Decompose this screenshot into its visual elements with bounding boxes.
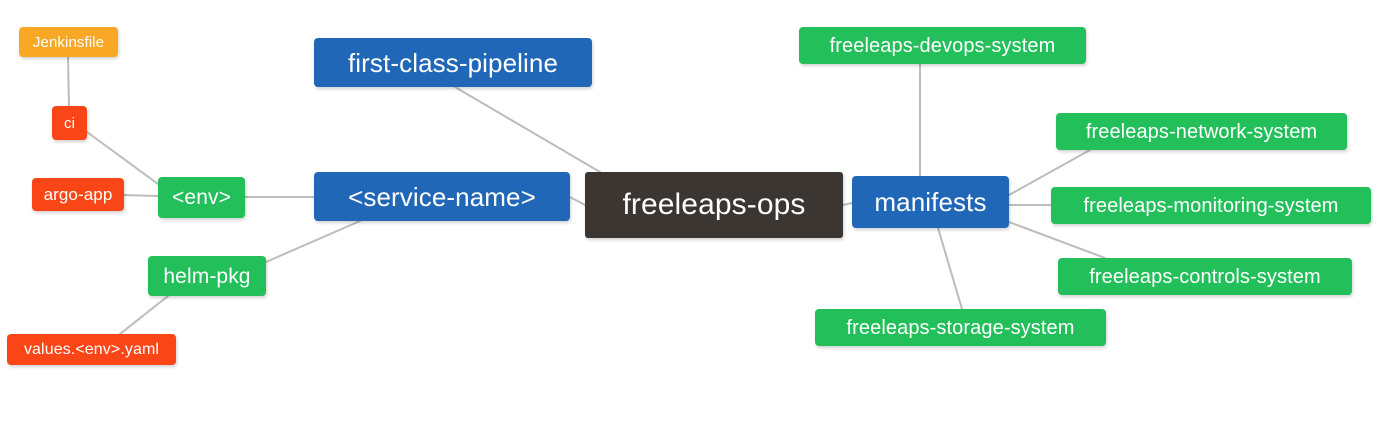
- mindmap-node-freeleaps-ops[interactable]: freeleaps-ops: [585, 172, 843, 238]
- mindmap-node-freeleaps-storage-system[interactable]: freeleaps-storage-system: [815, 309, 1106, 346]
- mindmap-node-label: freeleaps-devops-system: [829, 34, 1056, 57]
- edge-env-to-argo-app: [123, 194, 159, 197]
- mindmap-node-label: <env>: [172, 186, 231, 209]
- mindmap-node-label: freeleaps-ops: [622, 188, 806, 221]
- mindmap-node-label: argo-app: [43, 185, 113, 204]
- edge-freeleaps-ops-to-first-class-pipeline: [454, 86, 601, 173]
- mindmap-node-freeleaps-devops-system[interactable]: freeleaps-devops-system: [799, 27, 1086, 64]
- mindmap-node-helm-pkg[interactable]: helm-pkg: [148, 256, 266, 296]
- edge-freeleaps-ops-to-service-name: [569, 196, 586, 206]
- mindmap-node-values-env-yaml[interactable]: values.<env>.yaml: [7, 334, 176, 365]
- mindmap-node-label: values.<env>.yaml: [23, 340, 160, 358]
- mindmap-node-freeleaps-network-system[interactable]: freeleaps-network-system: [1056, 113, 1347, 150]
- mindmap-node-first-class-pipeline[interactable]: first-class-pipeline: [314, 38, 592, 87]
- mindmap-node-label: helm-pkg: [163, 264, 251, 288]
- mindmap-node-service-name[interactable]: <service-name>: [314, 172, 570, 221]
- edge-freeleaps-ops-to-manifests: [842, 202, 853, 206]
- mindmap-node-label: first-class-pipeline: [347, 47, 559, 78]
- mindmap-node-argo-app[interactable]: argo-app: [32, 178, 124, 211]
- edge-helm-pkg-to-values-env-yaml: [119, 295, 169, 335]
- mindmap-node-label: manifests: [874, 187, 987, 217]
- mindmap-node-label: <service-name>: [348, 181, 536, 212]
- mindmap-node-label: freeleaps-storage-system: [846, 316, 1075, 339]
- mindmap-node-manifests[interactable]: manifests: [852, 176, 1009, 228]
- mindmap-node-label: Jenkinsfile: [32, 33, 105, 51]
- mindmap-node-label: freeleaps-network-system: [1085, 120, 1318, 143]
- edge-ci-to-jenkinsfile: [67, 56, 70, 107]
- mindmap-node-freeleaps-monitoring-system[interactable]: freeleaps-monitoring-system: [1051, 187, 1371, 224]
- mindmap-node-jenkinsfile[interactable]: Jenkinsfile: [19, 27, 118, 57]
- mindmap-node-freeleaps-controls-system[interactable]: freeleaps-controls-system: [1058, 258, 1352, 295]
- edge-env-to-ci: [86, 131, 159, 185]
- edge-manifests-to-freeleaps-controls-system: [1008, 221, 1106, 259]
- mindmap-node-env[interactable]: <env>: [158, 177, 245, 218]
- mindmap-node-label: ci: [63, 114, 76, 132]
- edge-service-name-to-helm-pkg: [265, 220, 361, 263]
- edge-manifests-to-freeleaps-storage-system: [937, 227, 963, 310]
- mindmap-node-ci[interactable]: ci: [52, 106, 87, 140]
- mindmap-node-label: freeleaps-monitoring-system: [1083, 194, 1339, 217]
- mindmap-node-label: freeleaps-controls-system: [1089, 265, 1321, 288]
